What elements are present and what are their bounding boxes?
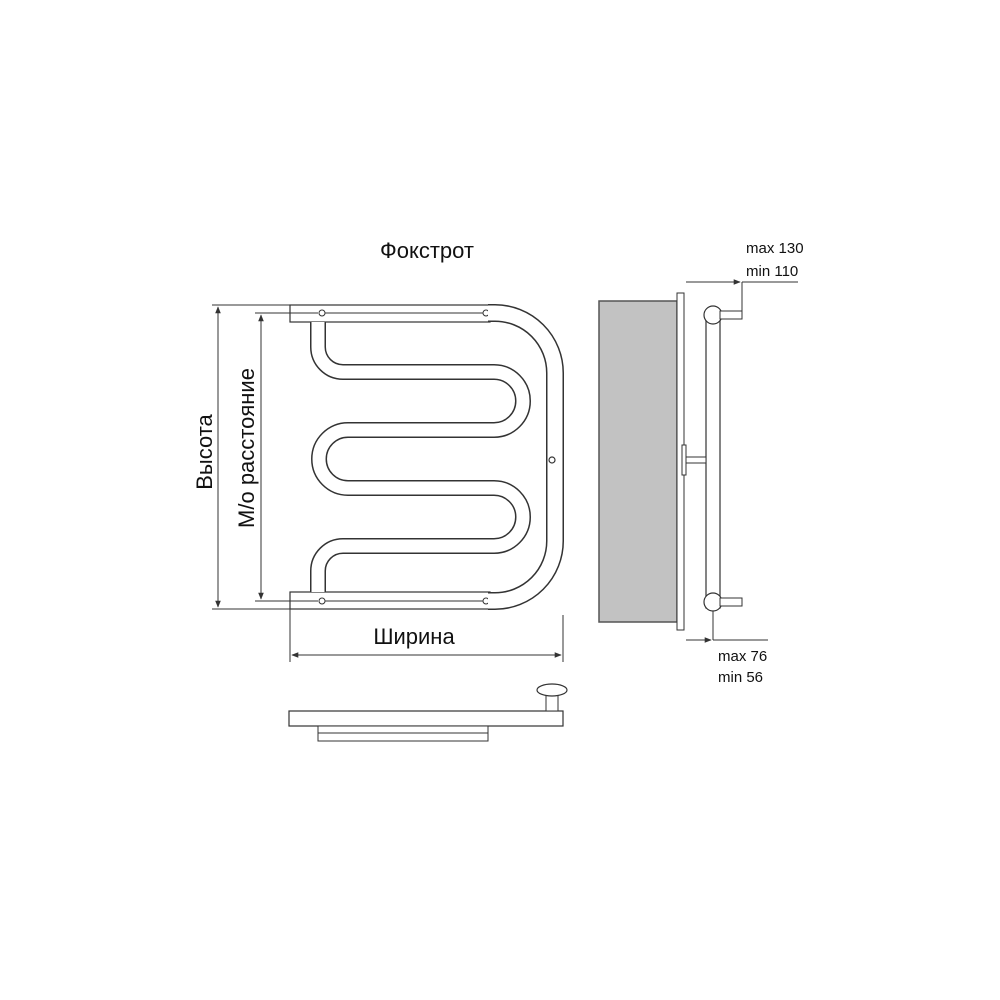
wall	[598, 300, 678, 623]
top-view	[288, 683, 568, 742]
side-view: max 130 min 110 max 76 min 56	[598, 240, 804, 686]
wall-offset-min: min 110	[746, 263, 798, 280]
side-top-stub	[719, 310, 743, 320]
pipe-offset-min: min 56	[718, 669, 763, 686]
outer-pipe-frame-fill	[487, 305, 563, 609]
side-vertical-pipe	[705, 315, 721, 609]
side-bottom-stub	[719, 597, 743, 607]
side-pipe-top-bulge	[703, 305, 723, 325]
height-label: Высота	[192, 413, 217, 489]
air-valve-icon	[548, 456, 556, 464]
center-distance-dimension: М/о расстояние	[234, 312, 318, 602]
wall-offset-max: max 130	[746, 240, 804, 257]
diagram-title: Фокстрот	[380, 238, 474, 263]
width-dimension: Ширина	[289, 609, 564, 662]
top-view-flange	[536, 683, 568, 697]
front-view	[289, 304, 564, 610]
top-bar-cap-left	[318, 309, 326, 317]
top-view-body	[288, 710, 564, 727]
serpentine-pipe-fill	[311, 322, 530, 592]
bottom-bar-cap-left	[318, 597, 326, 605]
width-label: Ширина	[373, 624, 455, 649]
pipe-offset-max: max 76	[718, 648, 767, 665]
height-dimension: Высота	[192, 304, 290, 610]
side-pipe-bottom-bulge	[703, 592, 723, 612]
side-wall-mount	[683, 456, 707, 464]
side-wall-mount-flange	[681, 444, 687, 476]
center-distance-label: М/о расстояние	[234, 368, 259, 528]
